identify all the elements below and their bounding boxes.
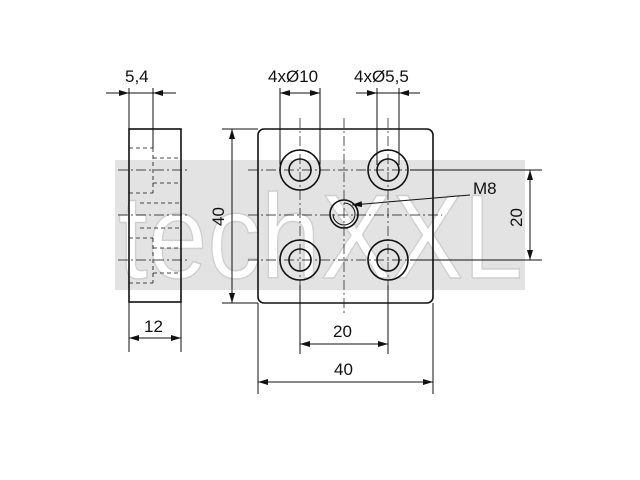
hole-bottom-right — [367, 239, 409, 281]
front-view-outline — [257, 128, 434, 304]
watermark: techXXL — [115, 160, 525, 305]
thread-center — [329, 199, 359, 229]
dim-thread: M8 — [473, 179, 497, 198]
side-view-outline — [128, 128, 182, 303]
dim-hole-spacing-horizontal: 20 — [333, 322, 352, 341]
dim-height: 40 — [209, 207, 228, 226]
dim-counterbore: 4xØ10 — [268, 67, 318, 86]
dim-thickness: 12 — [144, 317, 163, 336]
hole-bottom-left — [279, 239, 321, 281]
dim-through-hole: 4xØ5,5 — [354, 67, 409, 86]
front-view: 4xØ10 4xØ5,5 M8 40 20 20 40 — [209, 67, 542, 394]
hole-top-right — [367, 149, 409, 191]
hole-top-left — [279, 149, 321, 191]
dim-width: 40 — [334, 360, 353, 379]
watermark-text: techXXL — [118, 170, 523, 304]
dim-hole-spacing-vertical: 20 — [507, 208, 526, 227]
side-view: 5,4 12 — [106, 67, 190, 352]
dim-recess-depth: 5,4 — [125, 67, 149, 86]
watermark-band — [115, 160, 525, 290]
